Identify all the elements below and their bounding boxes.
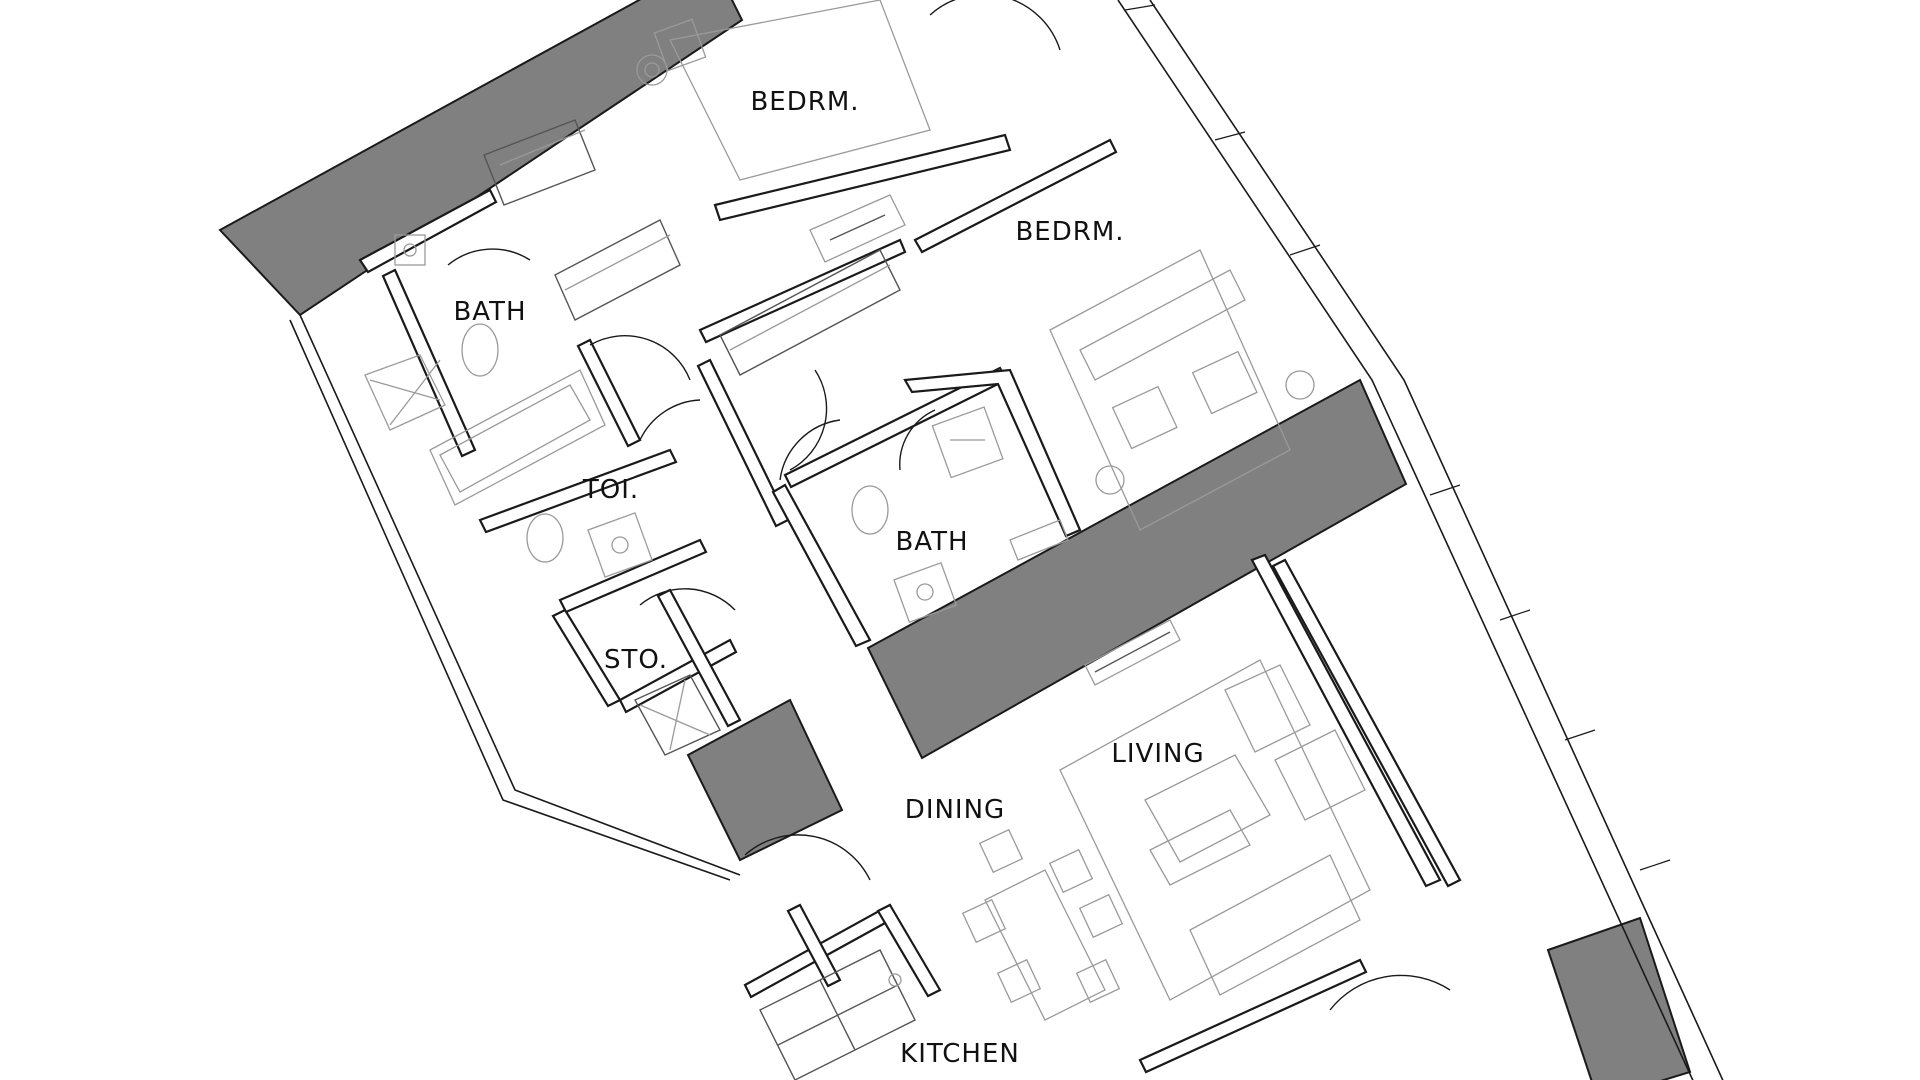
store-shaft <box>634 674 721 756</box>
wardrobe-left <box>483 119 901 376</box>
wardrobe-top <box>809 194 906 263</box>
structural-column-left <box>686 698 844 862</box>
kitchen-counters <box>759 949 916 1080</box>
dining-furniture <box>961 828 1124 1021</box>
room-label-kitchen: KITCHEN <box>900 1039 1020 1069</box>
bath-right-fixtures <box>851 406 1069 623</box>
room-label-bath-right: BATH <box>895 527 968 557</box>
structural-wall-top <box>218 0 744 317</box>
room-label-toilet: TOI. <box>582 475 639 505</box>
room-label-bath-left: BATH <box>453 297 526 327</box>
room-label-bedroom-top: BEDRM. <box>750 87 859 117</box>
room-label-store: STO. <box>604 645 668 675</box>
room-label-living: LIVING <box>1111 739 1204 769</box>
structural-column-right <box>1546 916 1692 1080</box>
doors <box>447 0 1451 1011</box>
facade-left <box>289 314 741 881</box>
bed-top <box>636 0 931 181</box>
bath-left-fixtures <box>364 234 606 506</box>
room-label-dining: DINING <box>905 795 1005 825</box>
bed-master <box>1049 249 1315 531</box>
structural-wall-middle <box>866 378 1408 760</box>
living-furniture <box>1059 619 1371 1001</box>
toilet-fixtures <box>526 512 653 578</box>
facade-right <box>1117 0 1724 1080</box>
room-label-bedroom-master: BEDRM. <box>1015 217 1124 247</box>
